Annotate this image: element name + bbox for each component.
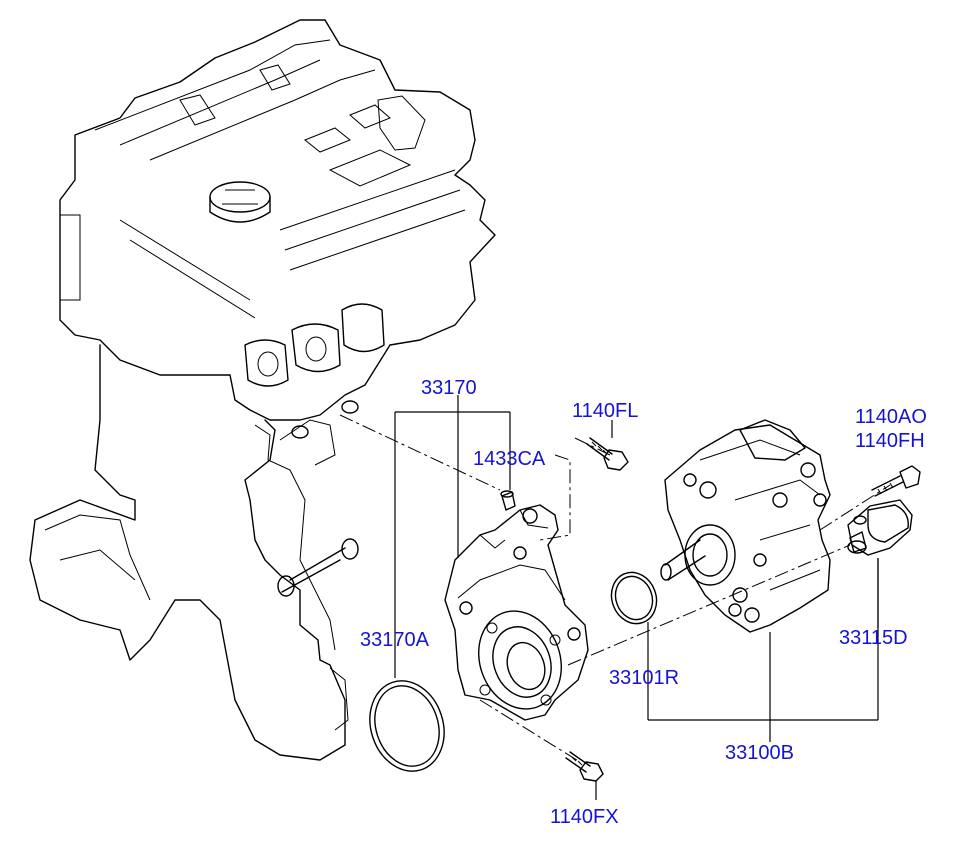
assembly-centerlines <box>339 414 891 763</box>
metering-valve <box>847 499 913 556</box>
leader-lines <box>394 395 879 800</box>
bolt-1140ao <box>871 465 921 497</box>
label-1140ao[interactable]: 1140AO <box>855 406 927 428</box>
label-33101r[interactable]: 33101R <box>609 667 680 689</box>
pump-bracket <box>444 504 589 721</box>
label-1140fx[interactable]: 1140FX <box>550 806 619 828</box>
o-ring-large <box>369 680 445 772</box>
label-1433ca[interactable]: 1433CA <box>473 448 546 470</box>
label-33170a[interactable]: 33170A <box>360 629 429 651</box>
label-33100b[interactable]: 33100B <box>725 742 794 764</box>
bolt-1140fl <box>586 437 629 471</box>
engine-block <box>29 19 496 761</box>
label-33170[interactable]: 33170 <box>421 377 477 399</box>
label-33115d[interactable]: 33115D <box>839 627 908 649</box>
label-1140fh[interactable]: 1140FH <box>855 430 925 452</box>
label-1140fl[interactable]: 1140FL <box>572 400 639 422</box>
dowel-pin <box>500 490 516 511</box>
o-ring-small <box>610 571 658 625</box>
high-pressure-pump <box>660 419 831 633</box>
